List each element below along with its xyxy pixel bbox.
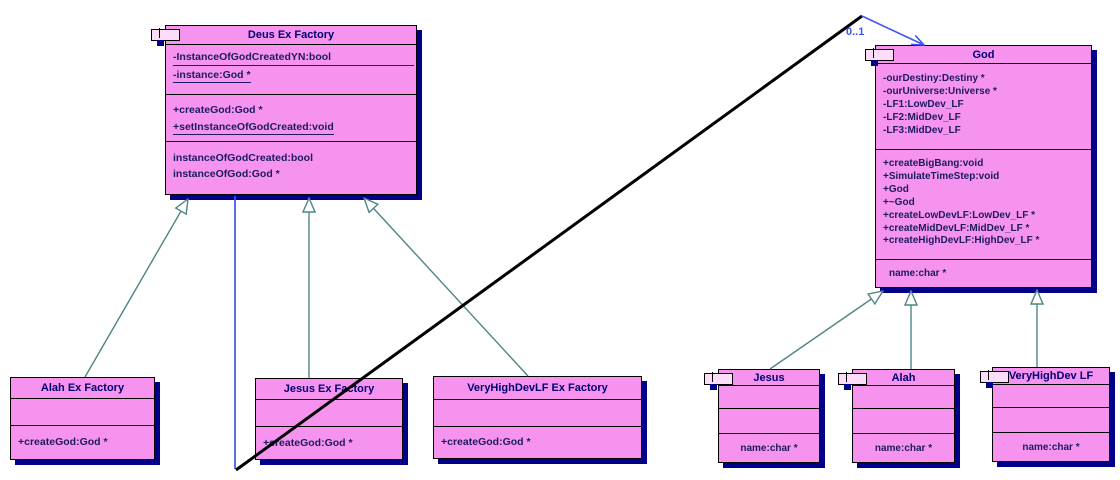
class-title: Jesus Ex Factory	[256, 379, 402, 400]
attribute-row: -LF3:MidDev_LF	[883, 124, 961, 136]
operation-row: +SimulateTimeStep:void	[883, 170, 1000, 182]
empty-operations-section	[993, 407, 1109, 432]
operation-row: +createLowDevLF:LowDev_LF *	[883, 209, 1035, 221]
empty-attributes-section	[434, 400, 641, 426]
member-row: name:char *	[740, 443, 798, 454]
class-title: Alah Ex Factory	[11, 378, 154, 399]
attribute-row: -instance:God *	[173, 69, 251, 83]
attribute-row: -ourUniverse:Universe *	[883, 85, 997, 97]
inheritance-veryhighdevlf-exfactory-to-deus[interactable]	[364, 198, 529, 377]
class-title: Jesus	[719, 370, 819, 386]
multiplicity-label: 0..1	[846, 26, 865, 38]
inheritance-alah-exfactory-to-deus[interactable]	[84, 199, 188, 378]
class-title: Deus Ex Factory	[166, 26, 416, 45]
operation-row: +createMidDevLF:MidDev_LF *	[883, 222, 1030, 234]
class-box-alah[interactable]: Alah name:char *	[838, 369, 955, 463]
class-box-jesus[interactable]: Jesus name:char *	[704, 369, 820, 463]
member-row: name:char *	[1022, 442, 1080, 453]
class-icon	[151, 28, 180, 46]
class-box-alah-ex-factory[interactable]: Alah Ex Factory +createGod:God *	[10, 377, 155, 460]
attribute-row: -LF2:MidDev_LF	[883, 111, 961, 123]
class-icon	[865, 48, 894, 66]
class-icon	[704, 372, 733, 390]
operation-row: +createGod:God *	[173, 104, 263, 116]
operation-row: +God	[883, 183, 909, 195]
attribute-row: -LF1:LowDev_LF	[883, 98, 964, 110]
member-row: name:char *	[889, 268, 947, 279]
class-box-god[interactable]: God -ourDestiny:Destiny * -ourUniverse:U…	[865, 45, 1092, 288]
class-title: Alah	[853, 370, 954, 386]
empty-attributes-section	[11, 399, 154, 425]
attribute-row: -ourDestiny:Destiny *	[883, 73, 985, 84]
class-title: God	[876, 46, 1091, 64]
operation-row: +createGod:God *	[18, 436, 108, 448]
operation-row: +setInstanceOfGodCreated:void	[173, 121, 334, 135]
class-box-veryhighdev-lf[interactable]: VeryHighDev LF name:char *	[980, 367, 1110, 462]
class-icon	[980, 370, 1009, 388]
member-row: instanceOfGodCreated:bool	[173, 152, 314, 164]
member-row: name:char *	[874, 443, 933, 454]
class-icon	[838, 372, 867, 390]
association-segment-diagonal[interactable]	[235, 14, 863, 472]
inheritance-jesus-to-god[interactable]	[769, 291, 883, 370]
operation-row: +createHighDevLF:HighDev_LF *	[883, 235, 1040, 247]
empty-attributes-section	[993, 385, 1109, 407]
empty-operations-section	[853, 408, 954, 433]
class-title: VeryHighDev LF	[993, 368, 1109, 385]
empty-attributes-section	[853, 386, 954, 408]
operation-row: +createBigBang:void	[883, 158, 984, 169]
operation-row: +~God	[883, 196, 915, 208]
class-box-veryhighdevlf-ex-factory[interactable]: VeryHighDevLF Ex Factory +createGod:God …	[433, 376, 642, 459]
empty-operations-section	[719, 408, 819, 433]
class-box-deus-ex-factory[interactable]: Deus Ex Factory -InstanceOfGodCreatedYN:…	[151, 25, 417, 195]
member-row: instanceOfGod:God *	[173, 168, 280, 180]
class-box-jesus-ex-factory[interactable]: Jesus Ex Factory +createGod:God *	[255, 378, 403, 460]
operation-row: +createGod:God *	[263, 437, 353, 449]
class-title: VeryHighDevLF Ex Factory	[434, 377, 641, 400]
association-arrow-to-god[interactable]	[861, 15, 924, 45]
empty-attributes-section	[719, 386, 819, 408]
operation-row: +createGod:God *	[441, 436, 531, 448]
attribute-row: -InstanceOfGodCreatedYN:bool	[173, 49, 414, 66]
